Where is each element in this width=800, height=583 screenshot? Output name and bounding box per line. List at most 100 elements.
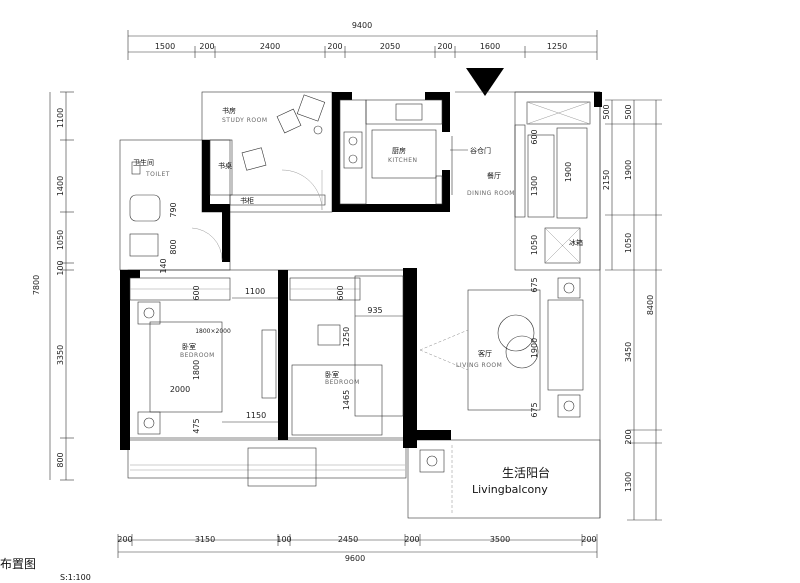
top-dimensions: 9400 1500 200 2400 200 2050 200 1600 125… <box>127 21 598 60</box>
nightstand <box>137 411 161 435</box>
living-label: 客厅 <box>478 349 492 358</box>
kitchen-island <box>371 129 437 179</box>
bottom-dim-5: 200 <box>404 535 419 544</box>
sofa <box>547 299 584 391</box>
living-dim-675-top: 675 <box>530 277 539 292</box>
toilet-label: 卫生间 <box>133 158 154 167</box>
bedroom-2: 600 935 1250 卧室 BEDROOM 1465 <box>289 275 404 436</box>
door-swing <box>281 169 323 211</box>
bottom-dim-1: 200 <box>117 535 132 544</box>
counter <box>365 99 443 125</box>
bottom-dimensions: 200 3150 100 2450 200 3500 200 9600 <box>117 534 598 563</box>
bottom-dim-3: 100 <box>276 535 291 544</box>
chair <box>276 108 302 134</box>
fridge <box>544 227 581 264</box>
stove <box>343 131 363 169</box>
built-in-cabinet <box>354 275 404 417</box>
nightstand <box>137 301 161 325</box>
walls <box>120 92 602 450</box>
bedroom2-label-en: BEDROOM <box>325 379 360 386</box>
lamp-icon <box>143 417 155 429</box>
left-dim-5: 3350 <box>56 345 65 365</box>
side-table <box>557 394 581 418</box>
bedroom1-label: 卧室 <box>182 342 196 351</box>
bed2-dim-1250: 1250 <box>342 327 351 347</box>
barn-door-label: 谷仓门 <box>470 146 491 155</box>
top-dim-1: 1500 <box>155 42 175 51</box>
toilet-bowl <box>129 194 161 222</box>
top-dim-5: 2050 <box>380 42 400 51</box>
dining-dim-1900: 1900 <box>564 162 573 182</box>
drawing-title: 布置图 <box>0 557 36 571</box>
bed2-dim-1465: 1465 <box>342 390 351 410</box>
lamp-icon <box>143 307 155 319</box>
toilet-dim-800: 800 <box>169 239 178 254</box>
drum <box>426 455 438 467</box>
right-dim-6: 1300 <box>624 472 633 492</box>
plant-icon <box>313 125 323 135</box>
kitchen-label: 厨房 <box>392 146 406 155</box>
right-total-dim: 8400 <box>646 295 655 315</box>
bottom-dim-2: 3150 <box>195 535 215 544</box>
kitchen-room: 厨房 KITCHEN <box>339 99 443 205</box>
scale-label: S:1:100 <box>60 573 91 582</box>
toilet-dim-140: 140 <box>159 258 168 273</box>
lamp-icon <box>563 282 575 294</box>
bookcase-label: 书柜 <box>240 196 254 205</box>
bedroom2-label: 卧室 <box>325 370 339 379</box>
top-dim-7: 1600 <box>480 42 500 51</box>
left-dimensions: 7800 1100 1400 1050 100 3350 800 <box>32 91 74 481</box>
study-label-en: STUDY ROOM <box>222 117 268 124</box>
tv-cabinet <box>261 329 277 399</box>
side-table <box>557 277 581 299</box>
burner <box>348 136 358 146</box>
right-dim-1: 500 <box>624 104 633 119</box>
right-dim-3: 1050 <box>624 233 633 253</box>
bottom-dim-4: 2450 <box>338 535 358 544</box>
left-dim-1: 1100 <box>56 108 65 128</box>
toilet-label-en: TOILET <box>145 171 170 178</box>
bottom-dim-7: 200 <box>581 535 596 544</box>
right-dim-4: 3450 <box>624 342 633 362</box>
chair <box>296 94 326 122</box>
top-dim-4: 200 <box>327 42 342 51</box>
right-dimensions: 500 2150 500 1900 1050 3450 200 1300 840… <box>602 99 662 521</box>
shelf <box>131 161 141 175</box>
bed1-dim-1100: 1100 <box>245 287 265 296</box>
living-dim-1900: 1900 <box>530 338 539 358</box>
right-dim-2: 1900 <box>624 160 633 180</box>
bedroom1-label-en: BEDROOM <box>180 352 215 359</box>
top-dim-8: 1250 <box>547 42 567 51</box>
living-label-en: LIVING ROOM <box>456 362 502 369</box>
balcony-label: 生活阳台 <box>502 465 550 480</box>
left-dim-3: 1050 <box>56 230 65 250</box>
left-dim-6: 800 <box>56 452 65 467</box>
dining-label: 餐厅 <box>487 171 501 180</box>
barn-door: 谷仓门 <box>450 136 491 195</box>
bottom-total-dim: 9600 <box>345 554 365 563</box>
counter <box>339 99 367 205</box>
rug <box>467 289 541 411</box>
balcony: 生活阳台 Livingbalcony <box>419 445 550 515</box>
cabinet <box>435 175 443 205</box>
washing-machine <box>419 449 445 473</box>
desk <box>209 139 233 196</box>
cabinet <box>526 101 591 125</box>
top-dim-6: 200 <box>437 42 452 51</box>
fridge-label: 冰箱 <box>569 238 583 247</box>
bedroom-1: 600 1100 卧室 BEDROOM 1800×2000 1800 2000 … <box>129 277 278 435</box>
sink <box>395 103 423 121</box>
bed1-dim-1800: 1800 <box>192 360 201 380</box>
balcony-label-en: Livingbalcony <box>472 483 548 496</box>
desk-chair <box>241 147 267 171</box>
lamp-icon <box>563 400 575 412</box>
entrance-arrow-icon <box>466 68 504 96</box>
bed <box>291 364 383 436</box>
top-dim-2: 200 <box>199 42 214 51</box>
right-inner-dim-2: 2150 <box>602 170 611 190</box>
bed <box>149 321 223 413</box>
bed1-dim-1150: 1150 <box>246 411 266 420</box>
coffee-table <box>505 335 539 369</box>
top-dim-3: 2400 <box>260 42 280 51</box>
